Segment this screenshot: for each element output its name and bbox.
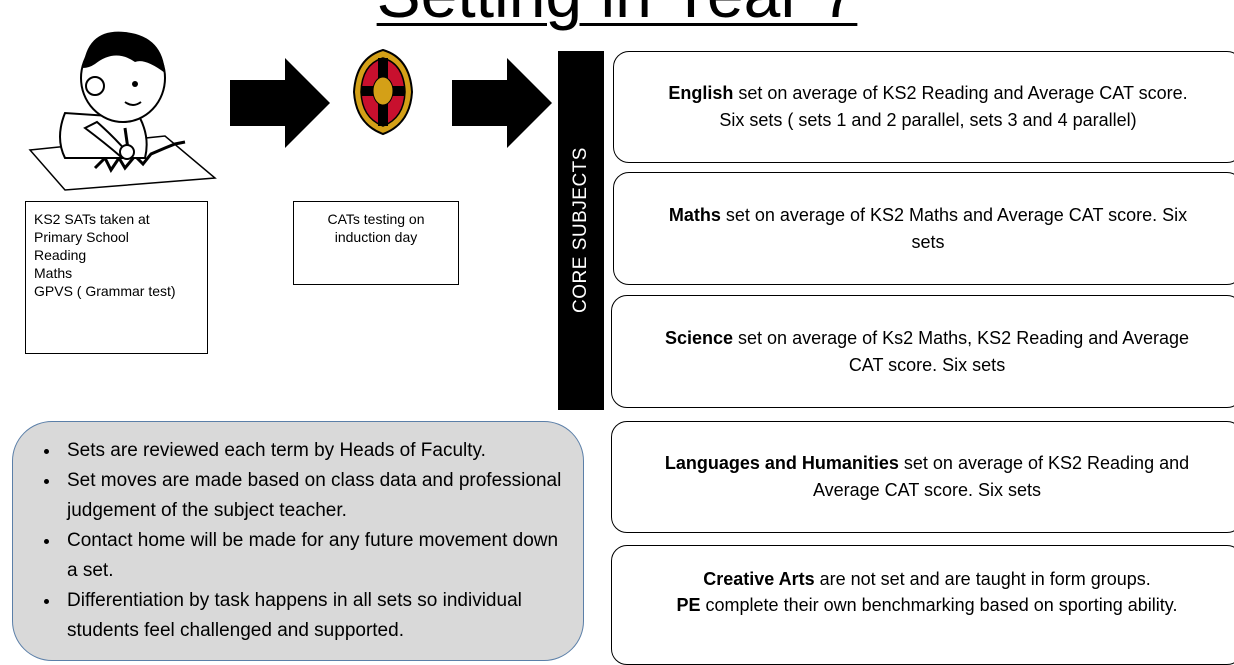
ks2-line: Reading	[34, 247, 87, 263]
pe-desc: complete their own benchmarking based on…	[700, 595, 1178, 615]
science-desc-2: CAT score. Six sets	[848, 354, 1006, 375]
cats-testing-box: CATs testing on induction day	[293, 201, 459, 285]
cats-line: induction day	[334, 229, 418, 245]
english-box: English set on average of KS2 Reading an…	[613, 51, 1234, 163]
right-arrow-icon	[452, 58, 552, 148]
info-bullet-list: Sets are reviewed each term by Heads of …	[33, 436, 563, 646]
core-subjects-bar	[558, 51, 604, 410]
languages-humanities-box: Languages and Humanities set on average …	[611, 421, 1234, 533]
science-box: Science set on average of Ks2 Maths, KS2…	[611, 295, 1234, 408]
ks2-line: Maths	[34, 265, 73, 281]
languages-desc-2: Average CAT score. Six sets	[812, 480, 1042, 500]
ks2-line: Primary School	[34, 229, 129, 245]
page-title: Setting in Year 7	[0, 0, 1234, 34]
science-name: Science	[664, 327, 734, 348]
info-bullet: Differentiation by task happens in all s…	[61, 586, 563, 646]
maths-desc-2: sets	[911, 231, 945, 252]
languages-name: Languages and Humanities	[664, 453, 899, 473]
school-crest-icon	[352, 48, 414, 136]
languages-desc: set on average of KS2 Reading and	[898, 453, 1190, 473]
creative-name: Creative Arts	[703, 569, 815, 589]
maths-name: Maths	[668, 204, 721, 225]
ks2-line: KS2 SATs taken at	[34, 211, 150, 227]
info-bullet: Contact home will be made for any future…	[61, 526, 563, 586]
set-review-info-box: Sets are reviewed each term by Heads of …	[12, 421, 584, 661]
ks2-sats-box: KS2 SATs taken at Primary School Reading…	[25, 201, 208, 354]
creative-arts-box: Creative Arts are not set and are taught…	[611, 545, 1234, 665]
info-bullet: Set moves are made based on class data a…	[61, 466, 563, 526]
creative-desc: are not set and are taught in form group…	[814, 569, 1151, 589]
core-subjects-label: CORE SUBJECTS	[570, 147, 591, 313]
right-arrow-icon	[230, 58, 330, 148]
pe-name: PE	[676, 595, 701, 615]
ks2-line: GPVS ( Grammar test)	[34, 283, 176, 299]
maths-desc: set on average of KS2 Maths and Average …	[720, 204, 1188, 225]
science-desc: set on average of Ks2 Maths, KS2 Reading…	[733, 327, 1189, 348]
cats-line: CATs testing on	[327, 211, 425, 227]
english-desc-2: Six sets ( sets 1 and 2 parallel, sets 3…	[719, 110, 1137, 130]
english-desc: set on average of KS2 Reading and Averag…	[733, 83, 1188, 103]
english-name: English	[668, 83, 734, 103]
maths-box: Maths set on average of KS2 Maths and Av…	[613, 172, 1234, 285]
info-bullet: Sets are reviewed each term by Heads of …	[61, 436, 563, 466]
child-writing-illustration	[28, 31, 217, 191]
